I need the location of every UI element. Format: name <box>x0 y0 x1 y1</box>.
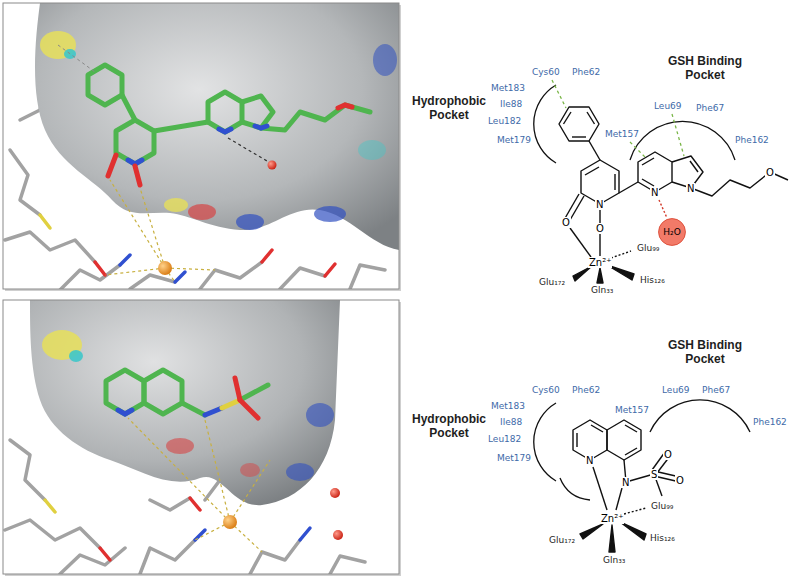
atom-label: N <box>585 455 594 466</box>
atom-label: O <box>595 223 605 234</box>
metal-ion: Zn²⁺ <box>600 513 624 524</box>
residue-label: Met157 <box>605 129 639 139</box>
residue-label: Cys60 <box>532 67 560 77</box>
ligand-residue: Glu₁₇₂ <box>549 535 575 545</box>
atom-label: N <box>621 477 630 488</box>
residue-label: Leu69 <box>654 101 682 111</box>
residue-label: Phe67 <box>696 103 724 113</box>
chemical-structure <box>534 80 788 283</box>
ligand-residue: His₁₂₆ <box>640 275 665 285</box>
residue-label: Met157 <box>615 405 649 415</box>
atom-label: O <box>765 167 775 178</box>
residue-label: Ile88 <box>500 99 522 109</box>
residue-label: Ile88 <box>500 417 522 427</box>
atom-label: O <box>675 475 685 486</box>
residue-label: Phe62 <box>572 67 600 77</box>
metal-ion: Zn²⁺ <box>588 257 612 268</box>
ligand-residue: Gln₃₃ <box>603 555 625 565</box>
residue-label: Leu182 <box>488 116 521 126</box>
ligand-residue: Glu₁₇₂ <box>539 277 565 287</box>
residue-label: Met183 <box>491 401 525 411</box>
ligand-residue: His₁₂₆ <box>650 533 675 543</box>
residue-label: Phe62 <box>572 385 600 395</box>
residue-label: Met179 <box>497 453 531 463</box>
residue-label: Met179 <box>497 135 531 145</box>
atom-label: O <box>663 449 673 460</box>
residue-label: Phe162 <box>753 417 787 427</box>
surface-render <box>3 3 401 291</box>
residue-label: Leu182 <box>488 434 521 444</box>
residue-label: Leu69 <box>662 385 690 395</box>
residue-label: Met183 <box>491 83 525 93</box>
ligand-residue: Glu₉₉ <box>651 501 673 511</box>
atom-label: O <box>561 217 571 228</box>
chemical-structure <box>534 400 750 552</box>
surface-render <box>3 300 401 576</box>
pocket-title: Hydrophobic Pocket <box>409 94 489 122</box>
pocket-title: GSH Binding Pocket <box>655 54 755 82</box>
pocket-title: GSH Binding Pocket <box>655 338 755 366</box>
atom-label: N <box>686 183 695 194</box>
residue-label: Phe67 <box>702 385 730 395</box>
node-text: H₂O <box>658 218 686 237</box>
atom-label: N <box>595 199 604 210</box>
residue-label: Cys60 <box>532 385 560 395</box>
water-molecule: H₂O <box>658 218 686 246</box>
ligand-residue: Glu₉₉ <box>637 243 659 253</box>
ligand-residue: Gln₃₃ <box>591 285 613 295</box>
atom-label: S <box>650 469 658 480</box>
pocket-title: Hydrophobic Pocket <box>409 412 489 440</box>
residue-label: Phe162 <box>735 135 769 145</box>
atom-label: N <box>650 187 659 198</box>
